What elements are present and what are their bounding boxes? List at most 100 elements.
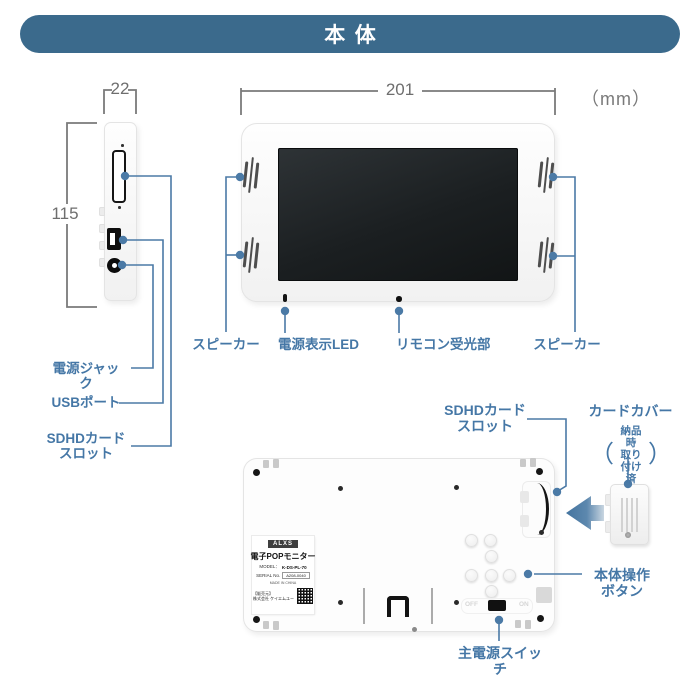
screw [539, 530, 544, 535]
vent [263, 460, 269, 468]
operation-button [485, 569, 498, 582]
card-cover-part [605, 484, 649, 545]
sticker-seller-label: 【販売元】 [253, 590, 273, 596]
power-led-icon [283, 294, 287, 302]
sticker-serial-value: A208-0040 [282, 572, 310, 579]
dimension-side-width: 22 [110, 79, 130, 98]
label-power-led: 電源表示LED [278, 337, 359, 352]
label-sd-slot-side-line2: スロット [59, 446, 113, 461]
label-card-cover: カードカバー [588, 403, 673, 419]
vent [515, 620, 521, 628]
operation-button [503, 569, 516, 582]
label-sd-slot-side: SDHDカード スロット [42, 431, 130, 461]
sticker-product-name: 電子POPモニター [250, 552, 316, 561]
label-sd-slot-back-line2: スロット [457, 418, 513, 434]
screw [536, 468, 543, 475]
side-view-device [99, 122, 137, 301]
screw [253, 616, 260, 623]
label-operation-buttons-line2: ボタン [601, 583, 643, 599]
stand-slot-edge [431, 588, 433, 624]
operation-button [465, 534, 478, 547]
dimension-front-width: 201 [378, 80, 422, 100]
operation-button [484, 534, 497, 547]
side-button-tab [99, 207, 105, 216]
screw [253, 469, 260, 476]
side-slot [536, 587, 552, 603]
screw [412, 627, 417, 632]
label-speaker-left: スピーカー [192, 337, 260, 352]
label-card-cover-note: （ 納品時 取り付け済 ） [590, 425, 672, 485]
pinhole [121, 144, 124, 147]
sticker-model-value: K-DS-PL-70 [281, 564, 307, 570]
insert-arrow-icon [566, 496, 604, 530]
cover-tab [605, 521, 611, 533]
pinhole [118, 206, 121, 209]
usb-port-graphic [107, 228, 121, 250]
power-switch-knob [488, 600, 506, 611]
sticker-seller-name: 株式会社 ケイエムユー [253, 596, 294, 601]
section-title: 本体 [20, 15, 680, 53]
sticker-model-label: MODEL： [259, 564, 280, 569]
connector-jack [122, 264, 154, 369]
sticker-serial-label: SERIAL No. [256, 573, 281, 578]
screw [454, 485, 459, 490]
vent [525, 620, 531, 629]
notch [520, 515, 529, 527]
label-power-jack: 電源ジャック [52, 361, 120, 391]
vent [273, 621, 279, 630]
label-operation-buttons: 本体操作 ボタン [586, 567, 658, 599]
stand-hook [387, 596, 409, 617]
power-switch-track [461, 598, 533, 614]
screen [278, 148, 518, 281]
vent [263, 621, 269, 629]
remote-sensor-icon [396, 296, 402, 302]
note-paren-close: ） [648, 441, 672, 468]
product-sticker: ALXS 電子POPモニター MODEL： K-DS-PL-70 SERIAL … [250, 536, 316, 614]
connector-speaker-right [553, 176, 576, 332]
vent [530, 458, 536, 467]
vent [520, 459, 526, 467]
dimension-lines [66, 88, 556, 308]
back-view-device: ALXS 電子POPモニター MODEL： K-DS-PL-70 SERIAL … [243, 458, 555, 632]
switch-off-label: OFF [465, 601, 478, 608]
screw [454, 600, 459, 605]
sticker-brand-logo: ALXS [267, 540, 298, 548]
screw [338, 486, 343, 491]
screw [537, 615, 544, 622]
front-view-device [241, 123, 555, 302]
sticker-origin: MADE IN CHINA [269, 580, 297, 585]
label-main-power-switch: 主電源スイッチ [458, 645, 542, 677]
qr-code-icon [297, 588, 313, 604]
screw [338, 600, 343, 605]
label-sd-slot-back-line1: SDHDカード [444, 402, 526, 418]
side-button-tab [99, 241, 105, 250]
side-button-tab [99, 224, 105, 233]
units-label: （mm） [581, 89, 651, 109]
note-line2: 取り付け済 [620, 449, 642, 485]
operation-button [485, 585, 498, 598]
note-line1: 納品時 [620, 425, 642, 449]
operation-button [465, 569, 478, 582]
side-button-tab [99, 258, 105, 267]
switch-on-label: ON [519, 601, 529, 608]
label-sd-slot-back: SDHDカード スロット [440, 402, 530, 434]
label-operation-buttons-line1: 本体操作 [594, 567, 650, 583]
connector-sd-side [125, 175, 172, 447]
dimension-side-height: 115 [49, 204, 81, 224]
label-remote-sensor: リモコン受光部 [396, 337, 491, 352]
notch [520, 491, 529, 503]
note-paren-open: （ [590, 441, 614, 468]
connector-dots [117, 171, 633, 625]
connector-sd-back [527, 418, 567, 492]
stand-slot-edge [363, 588, 365, 624]
label-usb-port: USBポート [51, 395, 121, 410]
vent [273, 459, 279, 468]
cover-tab [605, 494, 611, 506]
connector-usb [119, 239, 164, 404]
connector-lines [119, 175, 629, 641]
label-speaker-right: スピーカー [533, 337, 601, 352]
label-sd-slot-side-line1: SDHDカード [46, 431, 126, 446]
card-slot-arc [536, 483, 549, 535]
operation-button [485, 550, 498, 563]
